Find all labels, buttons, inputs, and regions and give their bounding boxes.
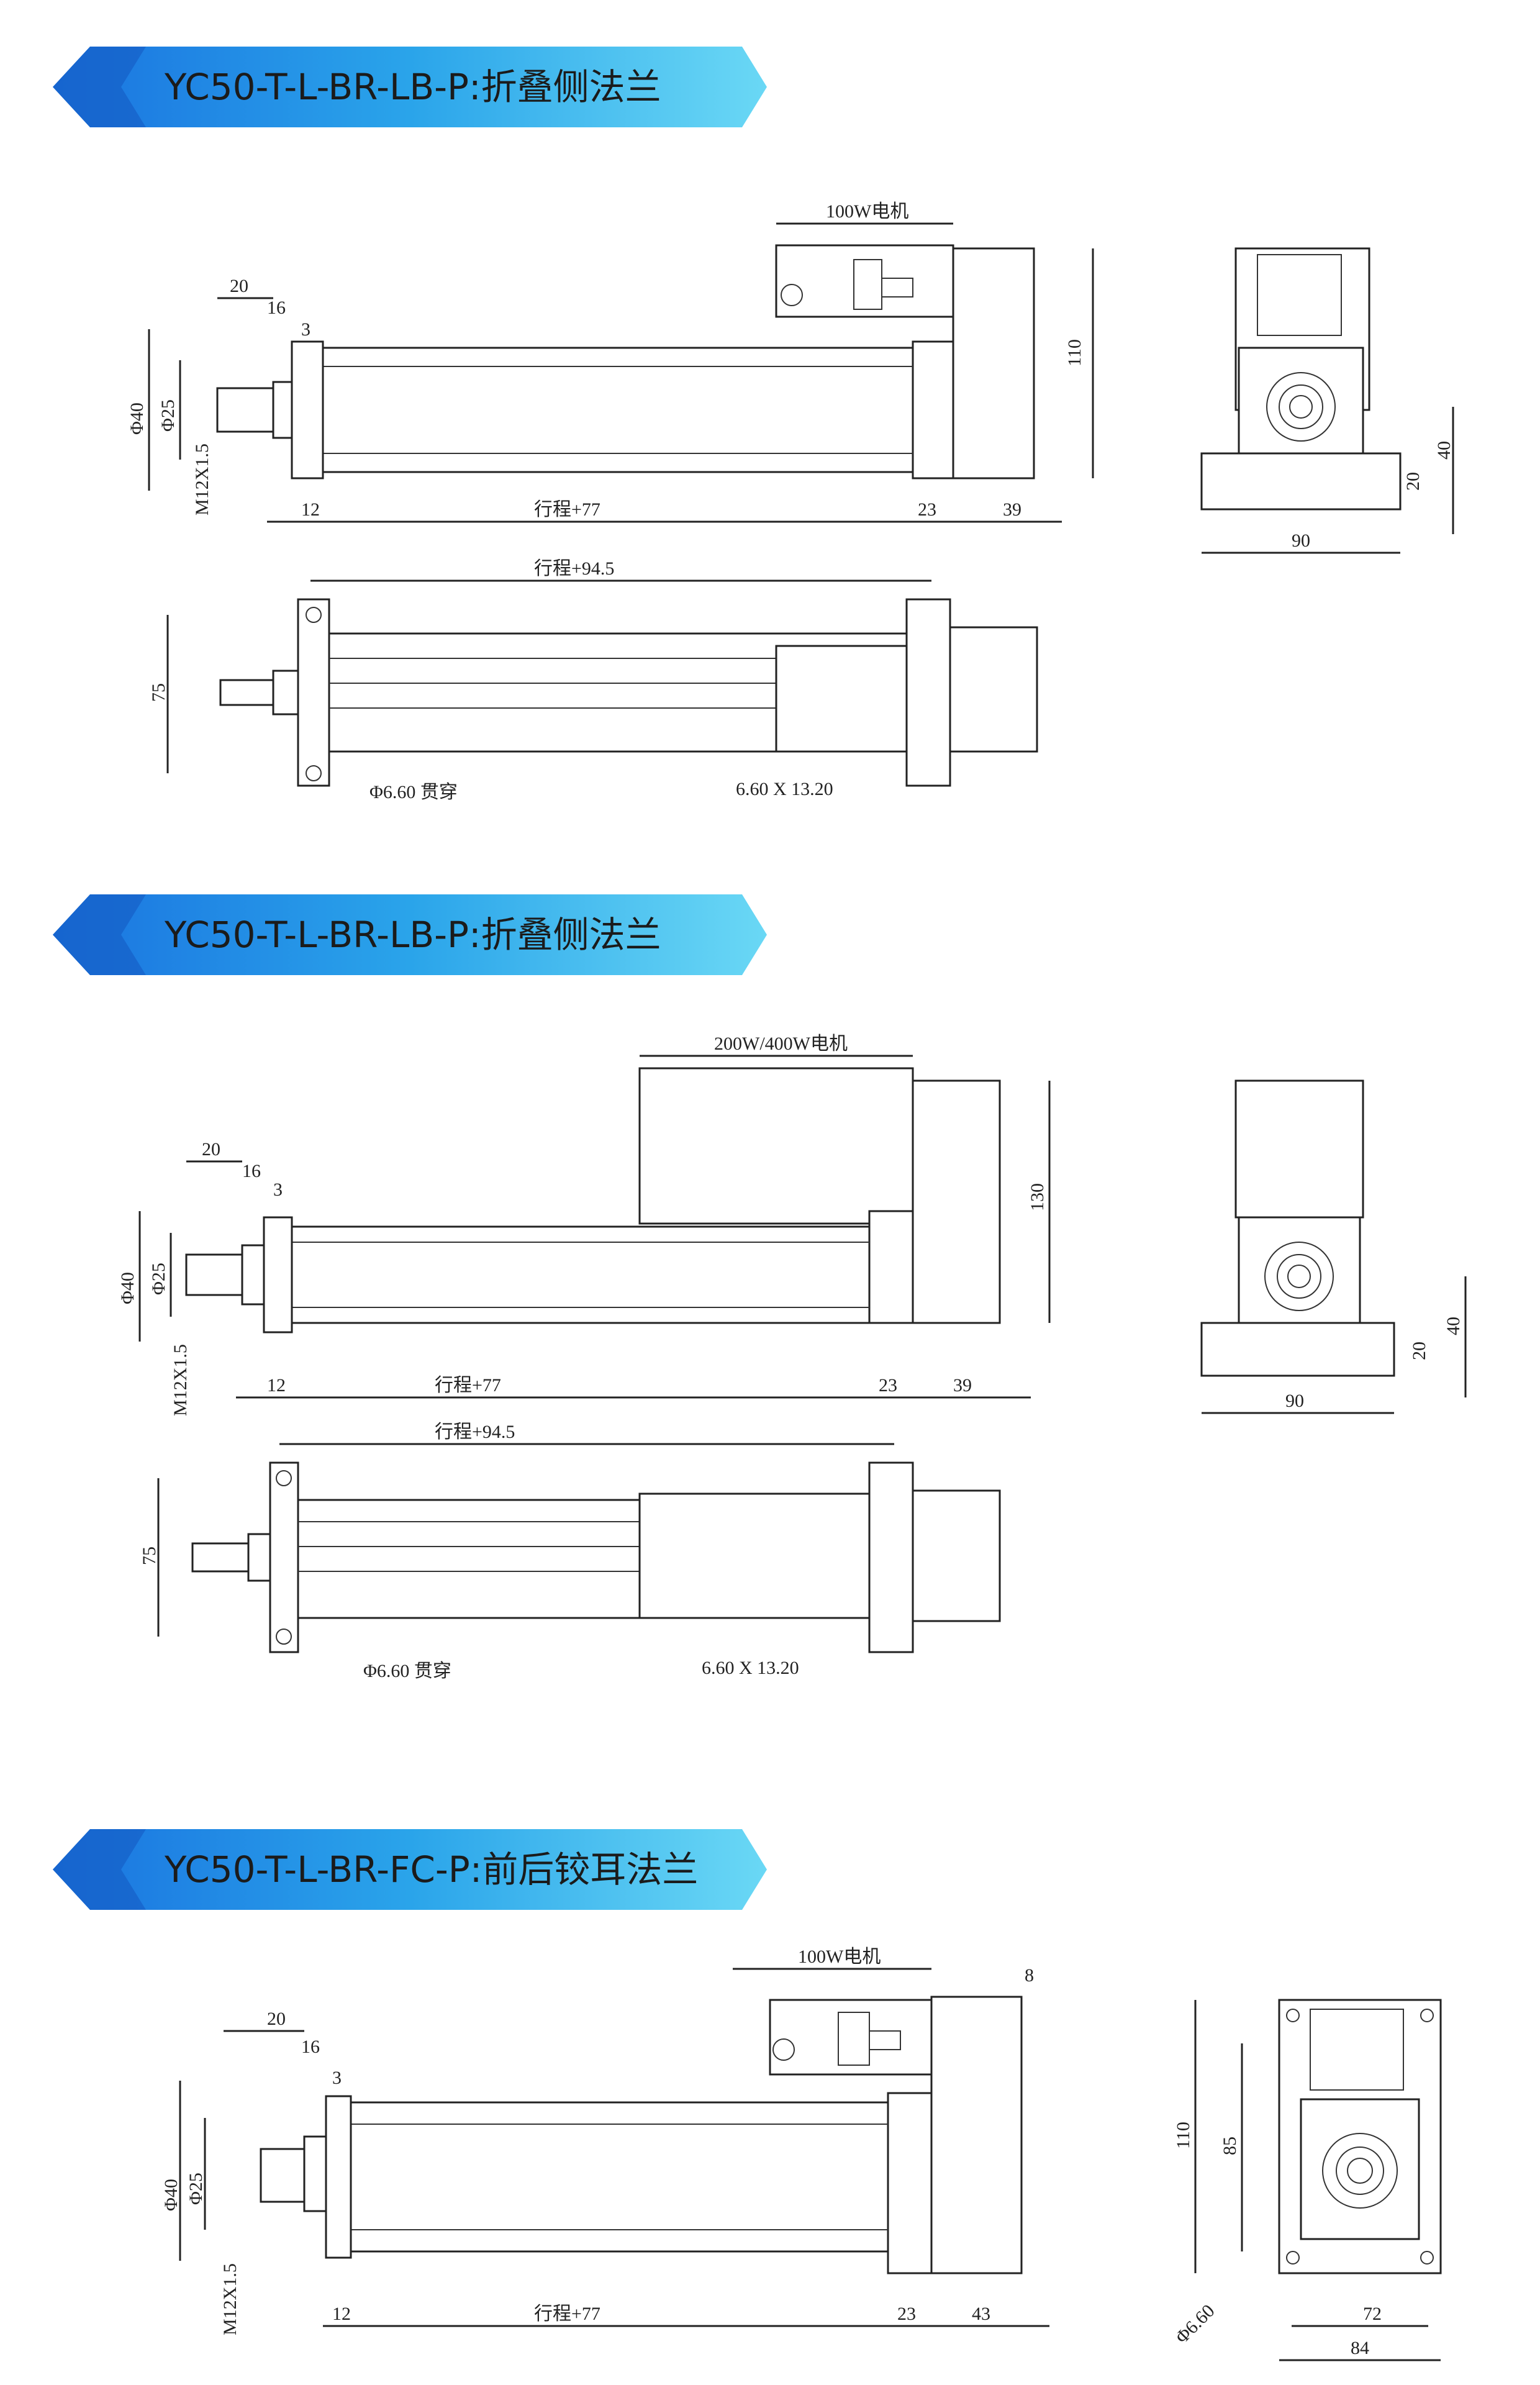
dimension-label: 84 [1351, 2338, 1369, 2358]
motor-box [638, 1067, 914, 1225]
dimension-label: 3 [273, 1179, 283, 1200]
rod [216, 387, 274, 433]
section-2-banner: YC50-T-L-BR-LB-P:折叠侧法兰 [53, 894, 767, 975]
dimension-label: 200W/400W电机 [714, 1034, 848, 1054]
section-3-banner: YC50-T-L-BR-FC-P:前后铰耳法兰 [53, 1829, 767, 1910]
dimension-label: 72 [1363, 2304, 1382, 2324]
dimension-label: 90 [1285, 1391, 1304, 1411]
section-1-drawing: 100W电机 110 行程+77 12 23 39 20 16 3 Φ40 Φ2… [0, 186, 1540, 838]
dimension-label: 20 [1403, 472, 1423, 491]
dimension-label: 39 [1003, 499, 1021, 520]
side-view-1: 100W电机 110 行程+77 12 23 39 20 16 3 Φ40 Φ2… [127, 201, 1094, 523]
tube [297, 347, 914, 473]
dimension-label: 100W电机 [798, 1947, 881, 1967]
section-2-title: YC50-T-L-BR-LB-P:折叠侧法兰 [165, 914, 661, 956]
top-view-2: 行程+94.5 75 Φ6.60 贯穿 6.60 X 13.20 [139, 1422, 1001, 1681]
motor-end [952, 247, 1035, 479]
dimension-label: 90 [1292, 530, 1310, 551]
banner-arrow-icon [53, 894, 767, 975]
dimension-label: Φ6.60 [1172, 2301, 1219, 2348]
dimension-label: 16 [267, 298, 286, 318]
dimension-label: Φ40 [127, 402, 147, 435]
dimension-label: Φ25 [148, 1263, 169, 1295]
banner-arrow-icon [53, 1829, 767, 1910]
dimension-label: 行程+94.5 [435, 1422, 515, 1442]
end-view-3: 110 85 Φ6.60 72 84 [1172, 1999, 1442, 2361]
dimension-label: Φ6.60 贯穿 [369, 782, 458, 802]
dimension-label: 75 [139, 1547, 160, 1565]
section-3-title: YC50-T-L-BR-FC-P:前后铰耳法兰 [165, 1848, 699, 1891]
dimension-label: 130 [1027, 1183, 1048, 1211]
dimension-label: M12X1.5 [192, 443, 212, 516]
dimension-label: 100W电机 [826, 201, 908, 222]
dimension-label: 40 [1443, 1317, 1464, 1335]
section-2-drawing: 200W/400W电机 130 行程+77 12 23 39 20 16 3 Φ… [0, 1031, 1540, 1714]
dimension-label: 20 [267, 2009, 286, 2029]
dimension-label: 16 [242, 1161, 261, 1181]
dimension-label: 110 [1173, 2122, 1194, 2149]
dimension-label: 12 [332, 2304, 351, 2324]
dimension-label: M12X1.5 [170, 1344, 191, 1416]
dimension-label: M12X1.5 [220, 2263, 240, 2335]
motor-box [775, 244, 954, 318]
dimension-label: 75 [148, 683, 169, 702]
dimension-label: 6.60 X 13.20 [736, 779, 833, 799]
dimension-label: 23 [918, 499, 936, 520]
dimension-label: 40 [1434, 441, 1454, 460]
dimension-label: 行程+94.5 [534, 558, 614, 579]
dimension-label: 20 [230, 276, 248, 296]
dimension-label: 6.60 X 13.20 [702, 1658, 799, 1678]
dimension-label: Φ6.60 贯穿 [363, 1661, 451, 1681]
dimension-label: 3 [332, 2068, 342, 2088]
dimension-label: 110 [1064, 339, 1085, 366]
dimension-label: 16 [301, 2037, 320, 2057]
dimension-label: 行程+77 [435, 1375, 501, 1396]
top-view-1: 行程+94.5 75 Φ6.60 贯穿 6.60 X 13.20 [148, 558, 1038, 802]
dimension-label: 20 [202, 1139, 220, 1160]
dimension-label: 23 [879, 1375, 897, 1396]
section-3-drawing: 100W电机 8 行程+77 12 23 43 20 16 3 Φ40 Φ25 … [0, 1938, 1540, 2373]
dimension-label: 行程+77 [534, 499, 600, 520]
dimension-label: Φ25 [158, 399, 178, 432]
dimension-label: Φ40 [161, 2179, 181, 2211]
dimension-label: Φ40 [117, 1272, 138, 1304]
dimension-label: 23 [897, 2304, 916, 2324]
dimension-label: 8 [1025, 1965, 1034, 1986]
section-1-banner: YC50-T-L-BR-LB-P:折叠侧法兰 [53, 47, 767, 127]
dimension-label: Φ25 [186, 2173, 206, 2205]
section-1-title: YC50-T-L-BR-LB-P:折叠侧法兰 [165, 66, 661, 108]
banner-arrow-icon [53, 47, 767, 127]
side-view-3: 100W电机 8 行程+77 12 23 43 20 16 3 Φ40 Φ25 … [161, 1947, 1049, 2335]
dimension-label: 43 [972, 2304, 990, 2324]
dimension-label: 3 [301, 319, 310, 340]
side-view-2: 200W/400W电机 130 行程+77 12 23 39 20 16 3 Φ… [117, 1034, 1051, 1416]
dimension-label: 12 [301, 499, 320, 520]
dimension-label: 行程+77 [534, 2304, 600, 2324]
end-view-1: 90 40 20 [1200, 247, 1454, 554]
dimension-label: 12 [267, 1375, 286, 1396]
dimension-label: 39 [953, 1375, 972, 1396]
dimension-label: 85 [1220, 2137, 1240, 2155]
end-view-2: 90 40 20 [1200, 1079, 1467, 1414]
motor-box [769, 1999, 933, 2076]
dimension-label: 20 [1409, 1342, 1429, 1360]
